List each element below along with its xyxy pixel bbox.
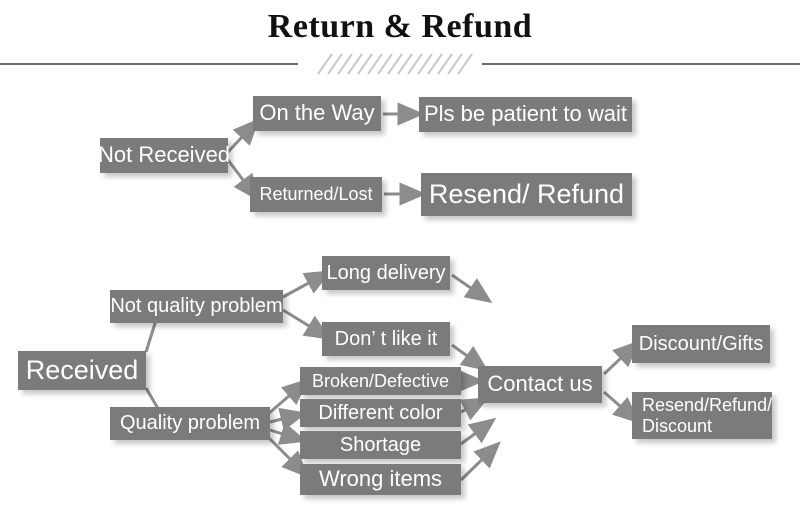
node-different-color[interactable]: Different color	[300, 399, 461, 427]
node-long-delivery[interactable]: Long delivery	[322, 256, 450, 290]
node-not-received[interactable]: Not Received	[98, 138, 230, 173]
node-resend-refund-discount[interactable]: Resend/Refund/ Discount	[632, 392, 772, 439]
node-not-quality-problem[interactable]: Not quality problem	[110, 290, 283, 323]
node-pls-be-patient[interactable]: Pls be patient to wait	[419, 97, 632, 132]
node-wrong-items[interactable]: Wrong items	[300, 464, 461, 495]
title-divider	[0, 53, 800, 75]
node-quality-problem[interactable]: Quality problem	[110, 407, 270, 440]
node-shortage[interactable]: Shortage	[300, 431, 461, 459]
node-resend-refund[interactable]: Resend/ Refund	[421, 173, 632, 216]
node-returned-lost[interactable]: Returned/Lost	[250, 177, 382, 212]
node-received[interactable]: Received	[18, 351, 146, 390]
node-contact-us[interactable]: Contact us	[478, 366, 602, 403]
page-title: Return & Refund	[267, 8, 533, 45]
node-dont-like-it[interactable]: Don’ t like it	[322, 322, 450, 356]
node-discount-gifts[interactable]: Discount/Gifts	[632, 325, 770, 363]
node-on-the-way[interactable]: On the Way	[253, 96, 381, 131]
node-broken-defective[interactable]: Broken/Defective	[300, 367, 461, 395]
